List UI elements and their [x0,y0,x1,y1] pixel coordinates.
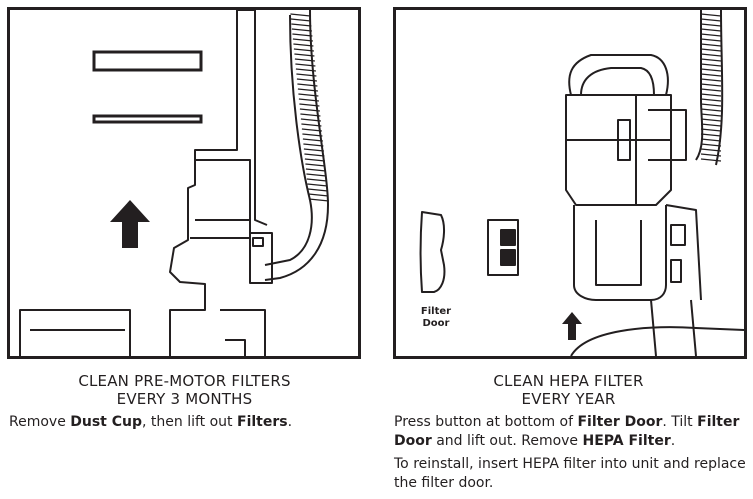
instr-bold-dust-cup: Dust Cup [70,414,143,430]
instr-text: Remove [9,414,71,430]
instr-bold-filter-door: Filter Door [577,414,663,430]
hose-ribs [700,13,722,162]
heading-line2: EVERY YEAR [521,390,616,408]
vacuum-pre-motor-drawing [19,10,329,356]
instr-text: Press button at bottom of [394,414,578,430]
hose-ribs [290,13,329,202]
pre-motor-instructions: Remove Dust Cup, then lift out Filters. [9,413,359,432]
pre-motor-filter-illustration [7,7,361,359]
filter-door-label: Filter Door [411,306,461,330]
filter-door-label-line1: Filter [420,306,452,317]
up-arrow-icon [110,200,150,248]
pre-motor-filter-foam [92,50,203,72]
filter-door-label-line2: Door [422,318,450,329]
heading-line1: CLEAN HEPA FILTER [493,372,644,390]
instr-bold-hepa-filter: HEPA Filter [582,433,671,449]
heading-line1: CLEAN PRE-MOTOR FILTERS [78,372,291,390]
instr-text: and lift out. Remove [431,433,583,449]
up-arrow-icon [562,312,582,340]
instr-text: . Tilt [662,414,698,430]
instr-bold-filter-door: Filter Door [394,414,740,449]
hepa-instructions: Press button at bottom of Filter Door. T… [394,413,749,451]
instr-bold-filters: Filters [237,414,288,430]
hepa-filter-illustration: Filter Door [393,7,747,359]
hepa-filter-heading: CLEAN HEPA FILTER EVERY YEAR [384,372,753,408]
instr-text: . [670,433,676,449]
pre-motor-filters-heading: CLEAN PRE-MOTOR FILTERS EVERY 3 MONTHS [0,372,369,408]
instr-text: , then lift out [142,414,237,430]
pre-motor-filter-felt [92,114,203,124]
heading-line2: EVERY 3 MONTHS [116,390,253,408]
reinstall-instructions: To reinstall, insert HEPA filter into un… [394,456,746,491]
instr-text: . [287,414,293,430]
vacuum-hepa-drawing [419,10,744,356]
